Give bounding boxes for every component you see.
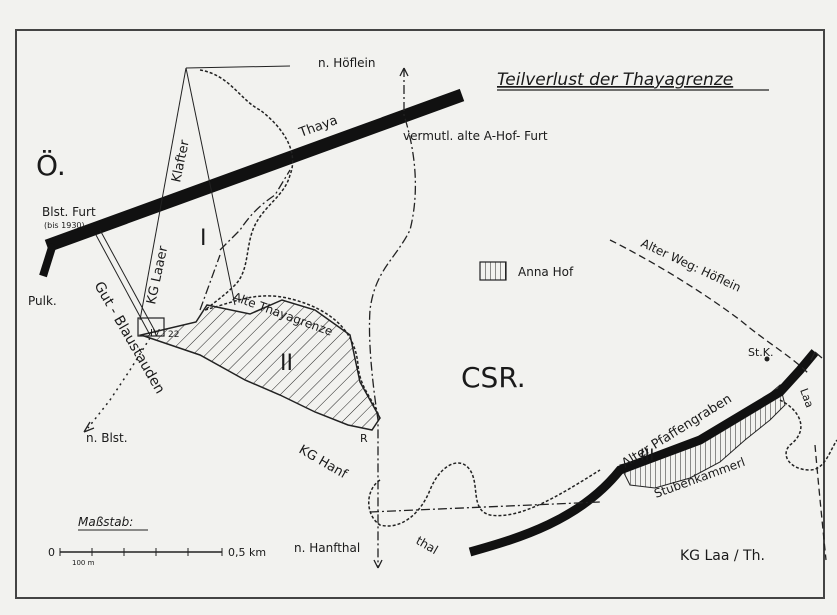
old-river-2 (204, 295, 381, 421)
river-east (779, 399, 837, 471)
pulk-stub (39, 242, 57, 278)
area-II (138, 299, 381, 431)
country-label: Ö. (36, 148, 66, 182)
label-blst-year: (bis 1930) (44, 221, 85, 230)
scale-ticks (59, 548, 223, 556)
arrow-north (399, 67, 409, 77)
anna-hof-building-icon (479, 261, 507, 281)
label-blst-furt: Blst. Furt (42, 205, 96, 219)
label-furt: vermutl. alte A-Hof- Furt (403, 129, 548, 143)
old-river (199, 69, 294, 311)
map-frame (15, 29, 825, 599)
border-road-south (368, 68, 417, 568)
river-south (368, 462, 601, 527)
scale-heading: Maßstab: (78, 515, 133, 529)
border-dashdot-3 (369, 501, 601, 513)
scale-100m: 100 m (72, 559, 95, 567)
arrow-laa (810, 351, 823, 361)
laa-road (814, 444, 827, 561)
border-dashdot-1 (219, 169, 291, 251)
label-roman-II: II (280, 351, 293, 376)
label-roman-IV: IV (150, 328, 160, 339)
label-hanfthal: n. Hanfthal (294, 541, 360, 555)
label-pulk: Pulk. (28, 294, 57, 308)
stk-marker-icon (764, 356, 770, 362)
label-roman-I: I (200, 226, 207, 251)
border-dashdot-2 (199, 254, 221, 311)
arrow-south (373, 559, 383, 569)
label-hoeflein: n. Höflein (318, 56, 375, 70)
label-22: 22 (168, 330, 179, 340)
label-stk: St.K. (748, 346, 774, 359)
label-thal: thal (414, 533, 441, 557)
box-IV (137, 317, 165, 337)
label-klafter: Klafter (169, 138, 193, 184)
label-n-blst: n. Blst. (86, 431, 128, 445)
alter-weg-line (609, 239, 811, 376)
scale-end: 0,5 km (228, 546, 266, 559)
label-roman-III: III (640, 445, 654, 464)
label-kg-hanf: KG Hanf (296, 442, 350, 482)
scale-zero: 0 (48, 546, 55, 559)
klafter-line-top (185, 65, 291, 69)
label-kg-laa-th: KG Laa / Th. (680, 548, 765, 564)
label-laa: Laa (797, 387, 816, 410)
furt-line-2 (99, 229, 157, 334)
blst-boundary (87, 337, 151, 429)
arrow-blst (83, 421, 95, 433)
label-r: R (360, 432, 368, 445)
pfaffengraben-line (468, 349, 819, 557)
thaya-border-line (44, 88, 465, 253)
csr-label: CSR. (461, 361, 526, 394)
klafter-line-right (185, 67, 236, 306)
klafter-line-left (139, 67, 187, 321)
map-title: Teilverlust der Thayagrenze (497, 70, 733, 90)
label-anna-hof: Anna Hof (518, 265, 574, 279)
